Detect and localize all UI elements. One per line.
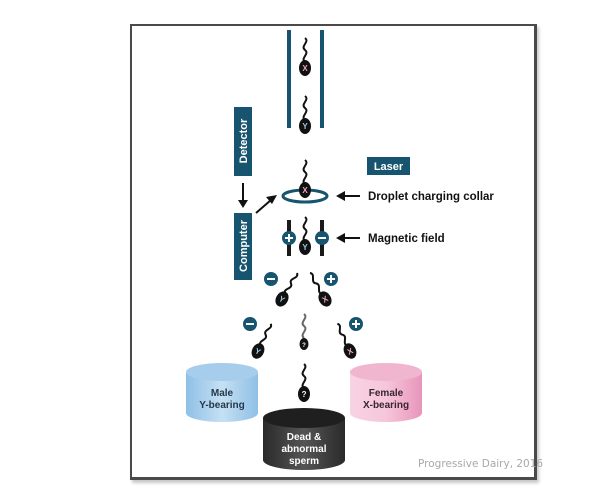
dead-label-line2: abnormal bbox=[281, 444, 326, 455]
female-label-line2: X-bearing bbox=[363, 400, 409, 411]
channel-wall-left bbox=[287, 30, 291, 128]
collar-pointer-arrow bbox=[336, 191, 360, 201]
detector-to-computer-arrow bbox=[238, 183, 248, 208]
computer-to-collar-arrow bbox=[255, 195, 277, 214]
sperm-cell-y: Y bbox=[251, 323, 273, 359]
sperm-marker: ? bbox=[302, 390, 307, 399]
computer-box: Computer bbox=[234, 213, 252, 280]
male-label-line2: Y-bearing bbox=[199, 400, 245, 411]
sperm-cell-y: Y bbox=[299, 95, 311, 134]
sperm-marker: X bbox=[302, 64, 308, 73]
charge-minus-icon bbox=[243, 317, 257, 331]
channel-wall-right bbox=[320, 30, 324, 128]
sperm-cell-unknown: ? bbox=[299, 313, 309, 350]
male-label-line1: Male bbox=[211, 388, 234, 399]
collar-label: Droplet charging collar bbox=[368, 191, 494, 203]
sperm-marker: Y bbox=[302, 122, 308, 131]
sperm-marker: Y bbox=[253, 346, 262, 357]
source-credit: Progressive Dairy, 2016 bbox=[418, 458, 544, 470]
magnetic-pointer-arrow bbox=[336, 233, 360, 243]
laser-label: Laser bbox=[374, 161, 404, 173]
sperm-marker: X bbox=[302, 186, 308, 195]
sperm-marker: X bbox=[321, 294, 331, 305]
laser-box: Laser bbox=[367, 157, 410, 175]
magnet-plus-icon bbox=[282, 231, 296, 245]
detector-label: Detector bbox=[238, 118, 250, 163]
female-label-line1: Female bbox=[369, 388, 404, 399]
sperm-cell-y: Y bbox=[299, 216, 311, 255]
charge-minus-icon bbox=[264, 272, 278, 286]
sperm-marker: Y bbox=[302, 243, 308, 252]
computer-label: Computer bbox=[238, 219, 250, 272]
sperm-cell-unknown: ? bbox=[298, 363, 310, 402]
dead-label-line1: Dead & bbox=[287, 432, 321, 443]
charge-plus-icon bbox=[349, 317, 363, 331]
sperm-cell-y: Y bbox=[275, 272, 299, 307]
sperm-marker: Y bbox=[277, 294, 287, 305]
sperm-cell-x: X bbox=[299, 159, 311, 198]
sperm-cell-x: X bbox=[336, 322, 357, 359]
dead-label-line3: sperm bbox=[289, 456, 319, 467]
sperm-marker: ? bbox=[302, 343, 306, 349]
female-container: Female X-bearing bbox=[350, 363, 422, 422]
sperm-cell-x: X bbox=[299, 37, 311, 76]
detector-box: Detector bbox=[234, 107, 252, 176]
magnet-minus-icon bbox=[315, 231, 329, 245]
sperm-cell-x: X bbox=[309, 272, 332, 307]
male-container: Male Y-bearing bbox=[186, 363, 258, 422]
sperm-marker: X bbox=[346, 346, 355, 357]
magnetic-label: Magnetic field bbox=[368, 233, 445, 245]
dead-sperm-container: Dead & abnormal sperm bbox=[263, 408, 345, 470]
charge-plus-icon bbox=[324, 272, 338, 286]
